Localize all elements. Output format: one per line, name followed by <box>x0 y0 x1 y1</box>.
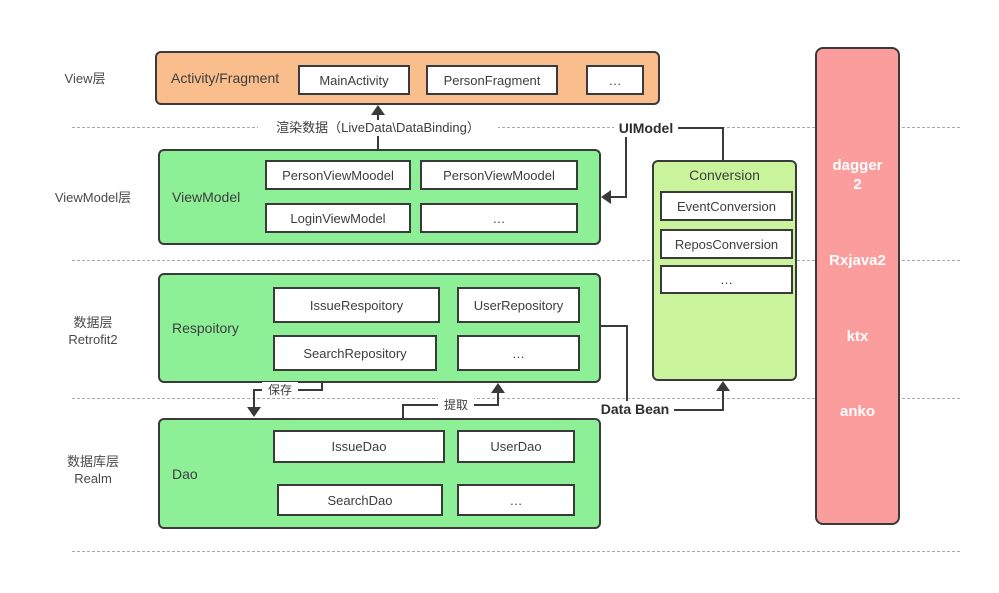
connector-uimodel-conversion-h <box>676 127 724 129</box>
connector-save-v1 <box>321 383 323 391</box>
arrowhead-into-viewmodel <box>601 190 611 204</box>
node-issuerepository: IssueRespoitory <box>273 287 440 323</box>
repository-container-title: Respoitory <box>172 320 239 336</box>
node-conversion-ellipsis: … <box>660 265 793 294</box>
node-eventconversion: EventConversion <box>660 191 793 221</box>
layer-label-data-line1: 数据层 <box>73 315 113 330</box>
viewmodel-container: ViewModel PersonViewMoodel PersonViewMoo… <box>158 149 601 245</box>
connector-uimodel-viewmodel-v <box>625 137 627 198</box>
layer-label-db-line1: 数据库层 <box>66 454 119 469</box>
node-userrepository: UserRepository <box>457 287 580 323</box>
connector-databean-v1 <box>626 325 628 402</box>
viewmodel-container-title: ViewModel <box>172 189 241 205</box>
connector-databean-h1 <box>601 325 628 327</box>
layer-divider <box>72 551 960 552</box>
node-viewmodel-ellipsis: … <box>420 203 578 233</box>
layer-label-db: 数据库层 Realm <box>43 453 143 487</box>
lib-dagger: dagger <box>832 157 883 174</box>
connector-save-v2 <box>253 389 255 409</box>
repository-container: Respoitory IssueRespoitory UserRepositor… <box>158 273 601 383</box>
arrowhead-render-data <box>371 105 385 115</box>
lib-ktx: ktx <box>846 328 869 345</box>
layer-label-data-line2: Retrofit2 <box>68 332 118 347</box>
libs-sidebar: dagger 2 Rxjava2 ktx anko <box>815 47 900 525</box>
arrowhead-save <box>247 407 261 417</box>
extract-label: 提取 <box>438 397 474 413</box>
node-searchdao: SearchDao <box>277 484 443 516</box>
node-repository-ellipsis: … <box>457 335 580 371</box>
layer-label-viewmodel: ViewModel层 <box>54 190 132 205</box>
node-personviewmodel-2: PersonViewMoodel <box>420 160 578 190</box>
connector-uimodel-viewmodel-h <box>609 196 627 198</box>
connector-databean-v2 <box>722 390 724 411</box>
databean-label: Data Bean <box>596 401 674 417</box>
conversion-container: Conversion EventConversion ReposConversi… <box>652 160 797 381</box>
lib-anko: anko <box>839 403 875 420</box>
dao-container-title: Dao <box>172 465 198 482</box>
conversion-container-title: Conversion <box>689 167 760 183</box>
connector-databean-h2 <box>674 409 724 411</box>
layer-divider <box>72 127 960 128</box>
node-mainactivity: MainActivity <box>298 65 410 95</box>
node-loginviewmodel: LoginViewModel <box>265 203 411 233</box>
view-layer-container: Activity/Fragment MainActivity PersonFra… <box>155 51 660 105</box>
view-container-title: Activity/Fragment <box>171 70 280 86</box>
node-userdao: UserDao <box>457 430 575 463</box>
layer-label-view: View层 <box>64 71 106 86</box>
connector-extract-v1 <box>402 404 404 418</box>
arrowhead-extract <box>491 383 505 393</box>
layer-label-data: 数据层 Retrofit2 <box>43 314 143 348</box>
node-issuedao: IssueDao <box>273 430 445 463</box>
lib-rxjava2: Rxjava2 <box>829 252 886 269</box>
dao-container: Dao IssueDao UserDao SearchDao … <box>158 418 601 529</box>
node-dao-ellipsis: … <box>457 484 575 516</box>
node-searchrepository: SearchRepository <box>273 335 437 371</box>
connector-uimodel-conversion-v <box>722 127 724 160</box>
node-reposconversion: ReposConversion <box>660 229 793 259</box>
layer-divider <box>72 260 960 261</box>
node-personfragment: PersonFragment <box>426 65 558 95</box>
node-view-ellipsis: … <box>586 65 644 95</box>
connector-extract-v2 <box>497 391 499 406</box>
node-personviewmodel-1: PersonViewMoodel <box>265 160 411 190</box>
uimodel-label: UIModel <box>614 120 678 136</box>
save-label: 保存 <box>262 382 298 398</box>
arrowhead-databean <box>716 381 730 391</box>
layer-divider <box>72 398 960 399</box>
lib-dagger-2: 2 <box>853 176 862 193</box>
render-data-label: 渲染数据（LiveData\DataBinding） <box>258 120 498 136</box>
layer-label-db-line2: Realm <box>74 471 112 486</box>
